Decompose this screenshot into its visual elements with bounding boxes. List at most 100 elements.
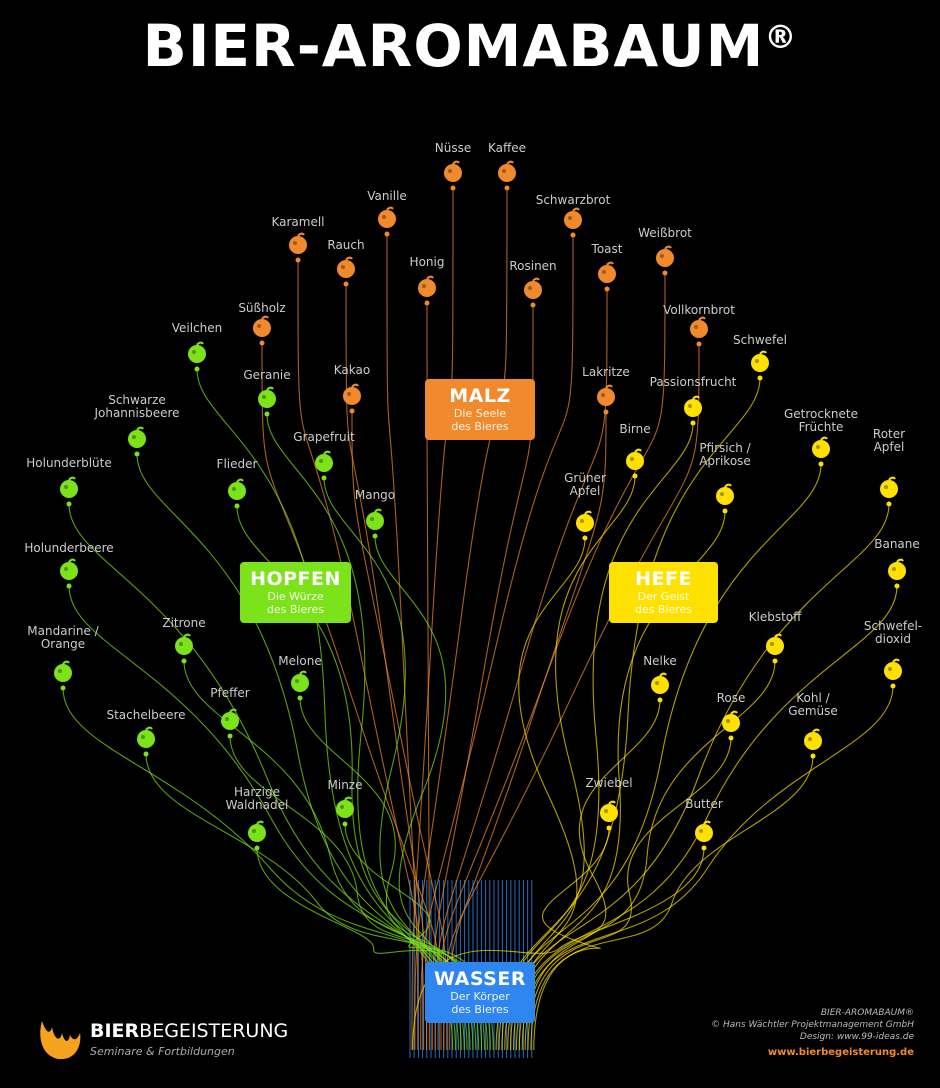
branch-line xyxy=(136,453,459,1051)
branch-line xyxy=(495,377,761,1051)
sulfur-icon xyxy=(751,350,769,372)
aroma-label: Holunderblüte xyxy=(26,456,112,470)
aroma-label: Grapefruit xyxy=(293,430,355,444)
dried-fruit-icon xyxy=(812,436,830,458)
branch-line xyxy=(530,755,814,1051)
branch-line xyxy=(507,503,890,1051)
category-title: WASSER xyxy=(434,968,526,990)
glue-icon xyxy=(766,633,784,655)
aroma-label: Schwefel xyxy=(733,333,787,347)
branch-end-dot xyxy=(894,583,900,589)
gooseberry-icon xyxy=(137,726,155,748)
vegetable-crate-icon xyxy=(804,728,822,750)
branch-end-dot xyxy=(234,503,240,509)
branch-end-dot xyxy=(349,408,355,414)
aroma-label: Pfirsich / Aprikose xyxy=(699,441,751,468)
branch-end-dot xyxy=(254,845,260,851)
branch-end-dot xyxy=(342,821,348,827)
branch-end-dot xyxy=(66,583,72,589)
pear-icon xyxy=(626,448,644,470)
branch-line xyxy=(515,585,898,1051)
credits-line: BIER-AROMABAUM® xyxy=(820,1008,914,1018)
branch-line xyxy=(510,537,586,1051)
branch-end-dot xyxy=(181,658,187,664)
brand-name: BIERBEGEISTERUNG xyxy=(90,1020,288,1042)
aroma-label: Zwiebel xyxy=(585,776,633,790)
credits-line: © Hans Wächtler Projektmanagement GmbH xyxy=(711,1020,914,1030)
page-title: BIER-AROMABAUM® xyxy=(0,12,940,80)
raisins-icon xyxy=(524,277,542,299)
branch-end-dot xyxy=(662,270,668,276)
wholegrain-bread-icon xyxy=(690,316,708,338)
branch-line xyxy=(68,503,465,1051)
aroma-label: Süßholz xyxy=(238,301,286,315)
aroma-label: Butter xyxy=(685,797,723,811)
vanilla-flower-icon xyxy=(378,206,396,228)
website-link[interactable]: www.bierbegeisterung.de xyxy=(767,1047,914,1058)
aroma-label: Mango xyxy=(354,488,396,502)
branch-end-dot xyxy=(259,340,265,346)
onion-icon xyxy=(600,800,618,822)
branch-line xyxy=(518,660,776,1051)
red-apple-icon xyxy=(880,476,898,498)
category-subtitle: Der Geist des Bieres xyxy=(634,590,693,616)
branch-end-dot xyxy=(384,231,390,237)
branch-end-dot xyxy=(690,420,696,426)
aroma-label: Rauch xyxy=(327,238,365,252)
branch-end-dot xyxy=(321,475,327,481)
brand-bold: BIER xyxy=(90,1020,140,1042)
lemon-icon xyxy=(175,633,193,655)
branch-end-dot xyxy=(297,695,303,701)
branch-line xyxy=(236,505,468,1051)
passionfruit-icon xyxy=(684,395,702,417)
grapefruit-icon xyxy=(315,450,333,472)
melon-icon xyxy=(291,670,309,692)
aroma-label: Zitrone xyxy=(162,616,206,630)
aroma-label: Getrocknete Früchte xyxy=(783,407,859,434)
branch-end-dot xyxy=(134,451,140,457)
category-hopfen: HOPFEN Die Würze des Bieres xyxy=(240,562,351,623)
branch-end-dot xyxy=(810,753,816,759)
aroma-label: Passionsfrucht xyxy=(649,375,737,389)
aroma-label: Pfeffer xyxy=(210,686,250,700)
branch-end-dot xyxy=(722,508,728,514)
branch-end-dot xyxy=(728,735,734,741)
branch-end-dot xyxy=(701,845,707,851)
aroma-label: Schwarze Johannisbeere xyxy=(94,393,180,420)
aroma-label: Schwarzbrot xyxy=(535,193,611,207)
aroma-label: Nüsse xyxy=(434,141,472,155)
aroma-label: Rose xyxy=(716,691,746,705)
category-title: MALZ xyxy=(449,385,511,407)
dark-bread-icon xyxy=(564,207,582,229)
branch-end-dot xyxy=(504,185,510,191)
aroma-label: Veilchen xyxy=(171,321,223,335)
beer-flame-icon xyxy=(40,1021,81,1060)
aroma-label: Toast xyxy=(591,242,623,256)
branch-line xyxy=(533,827,610,1051)
aroma-label: Melone xyxy=(278,654,322,668)
aroma-label: Minze xyxy=(327,778,363,792)
category-title: HEFE xyxy=(635,568,692,590)
aroma-label: Roter Apfel xyxy=(872,427,906,454)
butter-icon xyxy=(695,820,713,842)
branch-end-dot xyxy=(60,685,66,691)
aroma-label: Banane xyxy=(874,537,920,551)
category-wasser: WASSER Der Körper des Bieres xyxy=(425,962,535,1023)
mango-icon xyxy=(366,508,384,530)
branch-end-dot xyxy=(696,341,702,347)
aroma-label: Stachelbeere xyxy=(106,708,186,722)
aroma-label: Birne xyxy=(619,422,651,436)
orange-icon xyxy=(54,660,72,682)
green-apple-icon xyxy=(576,510,594,532)
pine-tree-icon xyxy=(248,820,266,842)
pepper-mill-icon xyxy=(221,708,239,730)
branch-end-dot xyxy=(194,366,200,372)
branch-end-dot xyxy=(66,501,72,507)
branch-end-dot xyxy=(372,533,378,539)
aroma-label: Holunderbeere xyxy=(24,541,114,555)
category-subtitle: Die Seele des Bieres xyxy=(451,407,509,433)
aroma-label: Mandarine / Orange xyxy=(27,624,99,651)
aroma-label: Honig xyxy=(409,255,445,269)
branch-end-dot xyxy=(886,501,892,507)
aroma-label: Kohl / Gemüse xyxy=(788,691,838,718)
